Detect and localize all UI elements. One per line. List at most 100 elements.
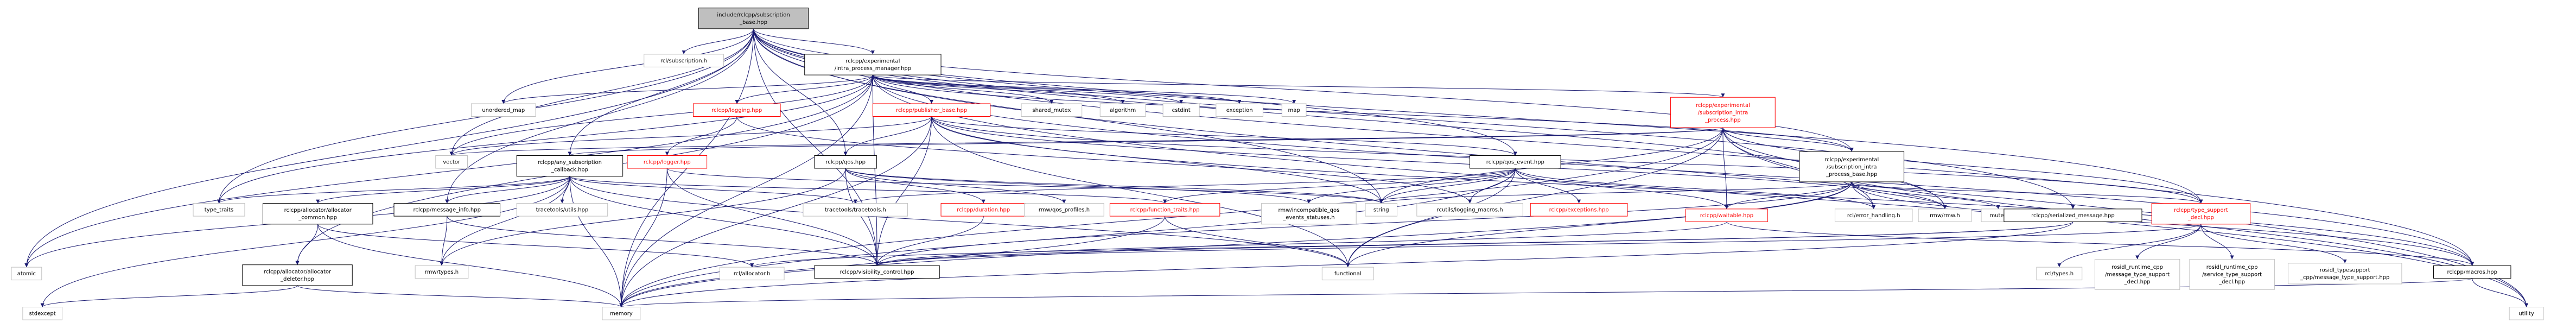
node-string: string: [1365, 203, 1398, 217]
node-macros[interactable]: rclcpp/macros.hpp: [2433, 265, 2511, 279]
node-box: [698, 8, 809, 29]
edge-qos-to-rmw_types: [440, 168, 846, 266]
node-label: /subscription_intra: [1698, 110, 1748, 116]
node-label: tracetools/tracetools.h: [825, 207, 886, 213]
node-duration[interactable]: rclcpp/duration.hpp: [940, 203, 1026, 217]
node-any-sub-cb[interactable]: rclcpp/any_subscription_callback.hpp: [516, 155, 624, 177]
node-qos-profiles: rmw/qos_profiles.h: [1024, 203, 1104, 217]
node-box: [1918, 208, 1972, 222]
node-label: rclcpp/exceptions.hpp: [1549, 207, 1609, 213]
node-serialized-msg[interactable]: rclcpp/serialized_message.hpp: [2003, 208, 2142, 222]
edge-qos_event-to-function_traits: [1163, 168, 1516, 204]
node-publisher-base[interactable]: rclcpp/publisher_base.hpp: [872, 103, 991, 117]
edge-root-to-atomic: [24, 28, 754, 268]
node-label: rclcpp/any_subscription: [538, 160, 602, 166]
node-box: [2509, 307, 2544, 320]
edge-intra_pm-to-logging: [735, 74, 873, 104]
node-waitable[interactable]: rclcpp/waitable.hpp: [1685, 208, 1768, 222]
node-box: [1024, 203, 1104, 217]
edge-publisher_base-to-macros: [931, 116, 2475, 266]
edge-root-to-vector: [449, 28, 754, 156]
node-label: rosidl_typesupport: [2320, 267, 2370, 273]
node-box: [803, 203, 908, 217]
node-tracetools: tracetools/tracetools.h: [803, 203, 908, 217]
node-sub-intra[interactable]: rclcpp/experimental/subscription_intra_p…: [1670, 97, 1776, 128]
node-box: [1281, 103, 1307, 117]
edge-intra_pm-to-cstdint: [872, 74, 1183, 104]
node-cstdint: cstdint: [1162, 103, 1200, 117]
node-rcl-types: rcl/types.h: [2036, 267, 2083, 281]
node-label: stdexcept: [29, 311, 56, 317]
node-box: [1321, 267, 1374, 281]
node-box: [627, 155, 708, 169]
edge-publisher_base-to-string: [931, 116, 1383, 204]
node-label: rclcpp/experimental: [1824, 157, 1879, 163]
node-label: utility: [2518, 311, 2534, 317]
node-label: rclcpp/experimental: [845, 58, 900, 64]
node-alloc-common[interactable]: rclcpp/allocator/allocator_common.hpp: [262, 203, 373, 225]
edge-serialized_msg-to-visibility: [875, 222, 2073, 266]
node-exceptions[interactable]: rclcpp/exceptions.hpp: [1530, 203, 1628, 217]
dependency-edges: [24, 28, 2529, 308]
node-type-traits: type_traits: [193, 203, 245, 217]
node-root[interactable]: include/rclcpp/subscription_base.hpp: [698, 8, 809, 29]
edge-logging-to-logger: [665, 116, 737, 156]
node-box: [1216, 103, 1263, 117]
edge-root-to-msg_info: [445, 28, 754, 204]
edge-any_sub_cb-to-functional: [569, 176, 1350, 268]
node-qos-event[interactable]: rclcpp/qos_event.hpp: [1470, 155, 1561, 169]
node-label: map: [1288, 108, 1300, 113]
node-label: type_traits: [205, 207, 233, 213]
edge-intra_pm-to-memory: [619, 75, 873, 307]
node-alloc-deleter[interactable]: rclcpp/allocator/allocator_deleter.hpp: [242, 264, 353, 286]
node-box: [1416, 203, 1523, 217]
node-box: [470, 103, 536, 117]
edge-publisher_base-to-qos_event: [931, 116, 1517, 156]
edge-sub_intra_base-to-mutex: [1851, 181, 2000, 210]
node-label: algorithm: [1110, 108, 1136, 113]
node-map: map: [1281, 103, 1307, 117]
node-box: [1365, 203, 1398, 217]
node-type-support-decl[interactable]: rclcpp/type_support_decl.hpp: [2151, 203, 2251, 225]
edge-qos_event-to-functional: [1346, 168, 1516, 268]
node-box: [2287, 263, 2402, 285]
node-box: [872, 103, 991, 117]
node-label: include/rclcpp/subscription: [717, 12, 790, 18]
edge-logging-to-rcutils_logging: [736, 116, 1472, 204]
node-intra-pm[interactable]: rclcpp/experimental/intra_process_manage…: [804, 54, 942, 75]
node-label: rmw/types.h: [425, 269, 459, 275]
node-msg-info[interactable]: rclcpp/message_info.hpp: [393, 203, 500, 217]
edge-type_support_decl-to-visibility: [875, 224, 2202, 266]
node-logger[interactable]: rclcpp/logger.hpp: [627, 155, 708, 169]
node-box: [814, 155, 877, 169]
node-qos[interactable]: rclcpp/qos.hpp: [814, 155, 877, 169]
edge-intra_pm-to-publisher_base: [872, 75, 934, 104]
edge-duration-to-visibility: [875, 216, 984, 266]
node-box: [2036, 267, 2083, 281]
node-box: [11, 267, 42, 281]
node-function-traits[interactable]: rclcpp/function_traits.hpp: [1109, 203, 1220, 217]
node-label: rclcpp/waitable.hpp: [1700, 213, 1753, 219]
node-label: rclcpp/logging.hpp: [711, 108, 762, 113]
edge-waitable-to-visibility: [875, 222, 1727, 266]
edge-alloc_deleter-to-memory: [297, 285, 624, 308]
node-visibility[interactable]: rclcpp/visibility_control.hpp: [814, 265, 940, 279]
node-tracetools-utils: tracetools/utils.hpp: [516, 203, 608, 217]
node-label: _cpp/message_type_support.hpp: [2300, 275, 2389, 281]
node-box: [1799, 151, 1905, 182]
node-box: [1261, 203, 1357, 225]
node-label: rcl/allocator.h: [734, 271, 771, 277]
edge-type_support_decl-to-rosidl_srv_ts: [2200, 224, 2234, 260]
node-box: [1162, 103, 1200, 117]
edge-publisher_base-to-visibility: [875, 116, 932, 266]
edge-qos_event-to-string: [1379, 168, 1516, 204]
edge-publisher_base-to-qos: [843, 116, 932, 156]
node-sub-intra-base[interactable]: rclcpp/experimental/subscription_intra_p…: [1799, 151, 1905, 182]
node-box: [2433, 265, 2511, 279]
node-exception: exception: [1216, 103, 1263, 117]
node-label: _events_statuses.h: [1282, 215, 1334, 221]
node-box: [262, 203, 373, 225]
edge-qos-to-visibility: [845, 168, 879, 266]
node-label: /message_type_support: [2105, 272, 2170, 278]
node-logging[interactable]: rclcpp/logging.hpp: [693, 103, 781, 117]
